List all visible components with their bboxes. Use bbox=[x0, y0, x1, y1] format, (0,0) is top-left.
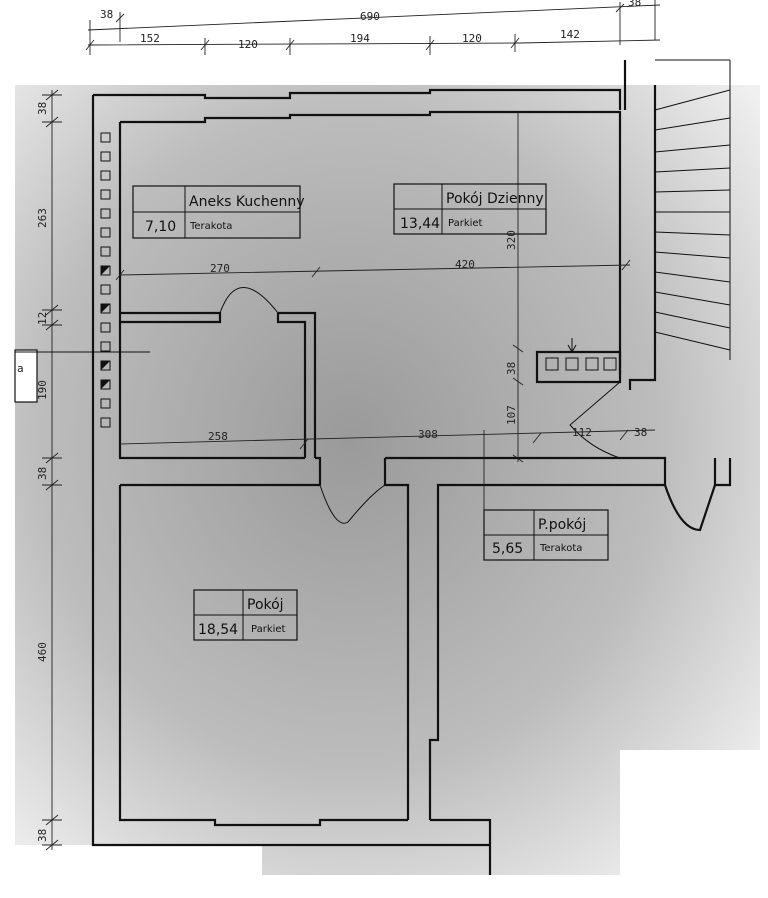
side-marker-label: a bbox=[17, 362, 24, 375]
dim-left-seg-5: 38 bbox=[36, 467, 49, 480]
vent-column bbox=[100, 132, 111, 428]
dim-top-total: 690 bbox=[360, 10, 380, 23]
dim-inner-258: 258 bbox=[208, 430, 228, 443]
dim-vertical-107: 107 bbox=[505, 405, 518, 425]
dim-left-seg-4: 190 bbox=[36, 380, 49, 400]
dim-left-seg-6: 460 bbox=[36, 642, 49, 662]
inner-dimension-lines bbox=[115, 112, 656, 560]
room-label-hall: P.pokój 5,65 Terakota bbox=[483, 509, 609, 561]
room-label-kitchen: Aneks Kuchenny 7,10 Terakota bbox=[132, 185, 305, 239]
side-marker-box bbox=[14, 349, 38, 403]
dim-top-left-small: 38 bbox=[100, 8, 113, 21]
dim-top-seg-4: 120 bbox=[462, 32, 482, 45]
room-name: Aneks Kuchenny bbox=[189, 194, 305, 210]
staircase bbox=[654, 59, 731, 360]
room-material: Terakota bbox=[189, 221, 232, 232]
room-area: 5,65 bbox=[492, 541, 523, 557]
dim-left-seg-7: 38 bbox=[36, 829, 49, 842]
room-name: P.pokój bbox=[538, 517, 586, 533]
dim-top-seg-3: 194 bbox=[350, 32, 370, 45]
room-area: 7,10 bbox=[145, 219, 176, 235]
dim-top-seg-5: 142 bbox=[560, 28, 580, 41]
dim-top-right-small: 38 bbox=[628, 0, 641, 9]
room-material: Terakota bbox=[539, 543, 582, 554]
room-material: Parkiet bbox=[251, 624, 286, 635]
top-dimension-lines bbox=[85, 0, 661, 55]
dim-inner-112: 112 bbox=[572, 426, 592, 439]
room-label-living: Pokój Dzienny 13,44 Parkiet bbox=[393, 183, 547, 235]
dim-left-seg-2: 263 bbox=[36, 208, 49, 228]
dim-left-seg-3: 12 bbox=[36, 312, 49, 325]
left-dimension-lines bbox=[42, 89, 62, 851]
dim-vertical-320: 320 bbox=[505, 230, 518, 250]
room-area: 18,54 bbox=[198, 622, 238, 638]
scan-shading bbox=[15, 85, 760, 875]
dim-inner-38: 38 bbox=[634, 426, 647, 439]
room-name: Pokój bbox=[247, 597, 284, 613]
dim-vertical-38: 38 bbox=[505, 362, 518, 375]
dim-top-seg-2: 120 bbox=[238, 38, 258, 51]
room-name: Pokój Dzienny bbox=[446, 191, 544, 207]
dim-inner-420: 420 bbox=[455, 258, 475, 271]
walls bbox=[91, 60, 732, 875]
dim-inner-270: 270 bbox=[210, 262, 230, 275]
room-material: Parkiet bbox=[448, 218, 483, 229]
dim-left-seg-1: 38 bbox=[36, 102, 49, 115]
room-area: 13,44 bbox=[400, 216, 440, 232]
dim-top-seg-1: 152 bbox=[140, 32, 160, 45]
room-label-room: Pokój 18,54 Parkiet bbox=[193, 589, 298, 641]
dim-inner-308: 308 bbox=[418, 428, 438, 441]
